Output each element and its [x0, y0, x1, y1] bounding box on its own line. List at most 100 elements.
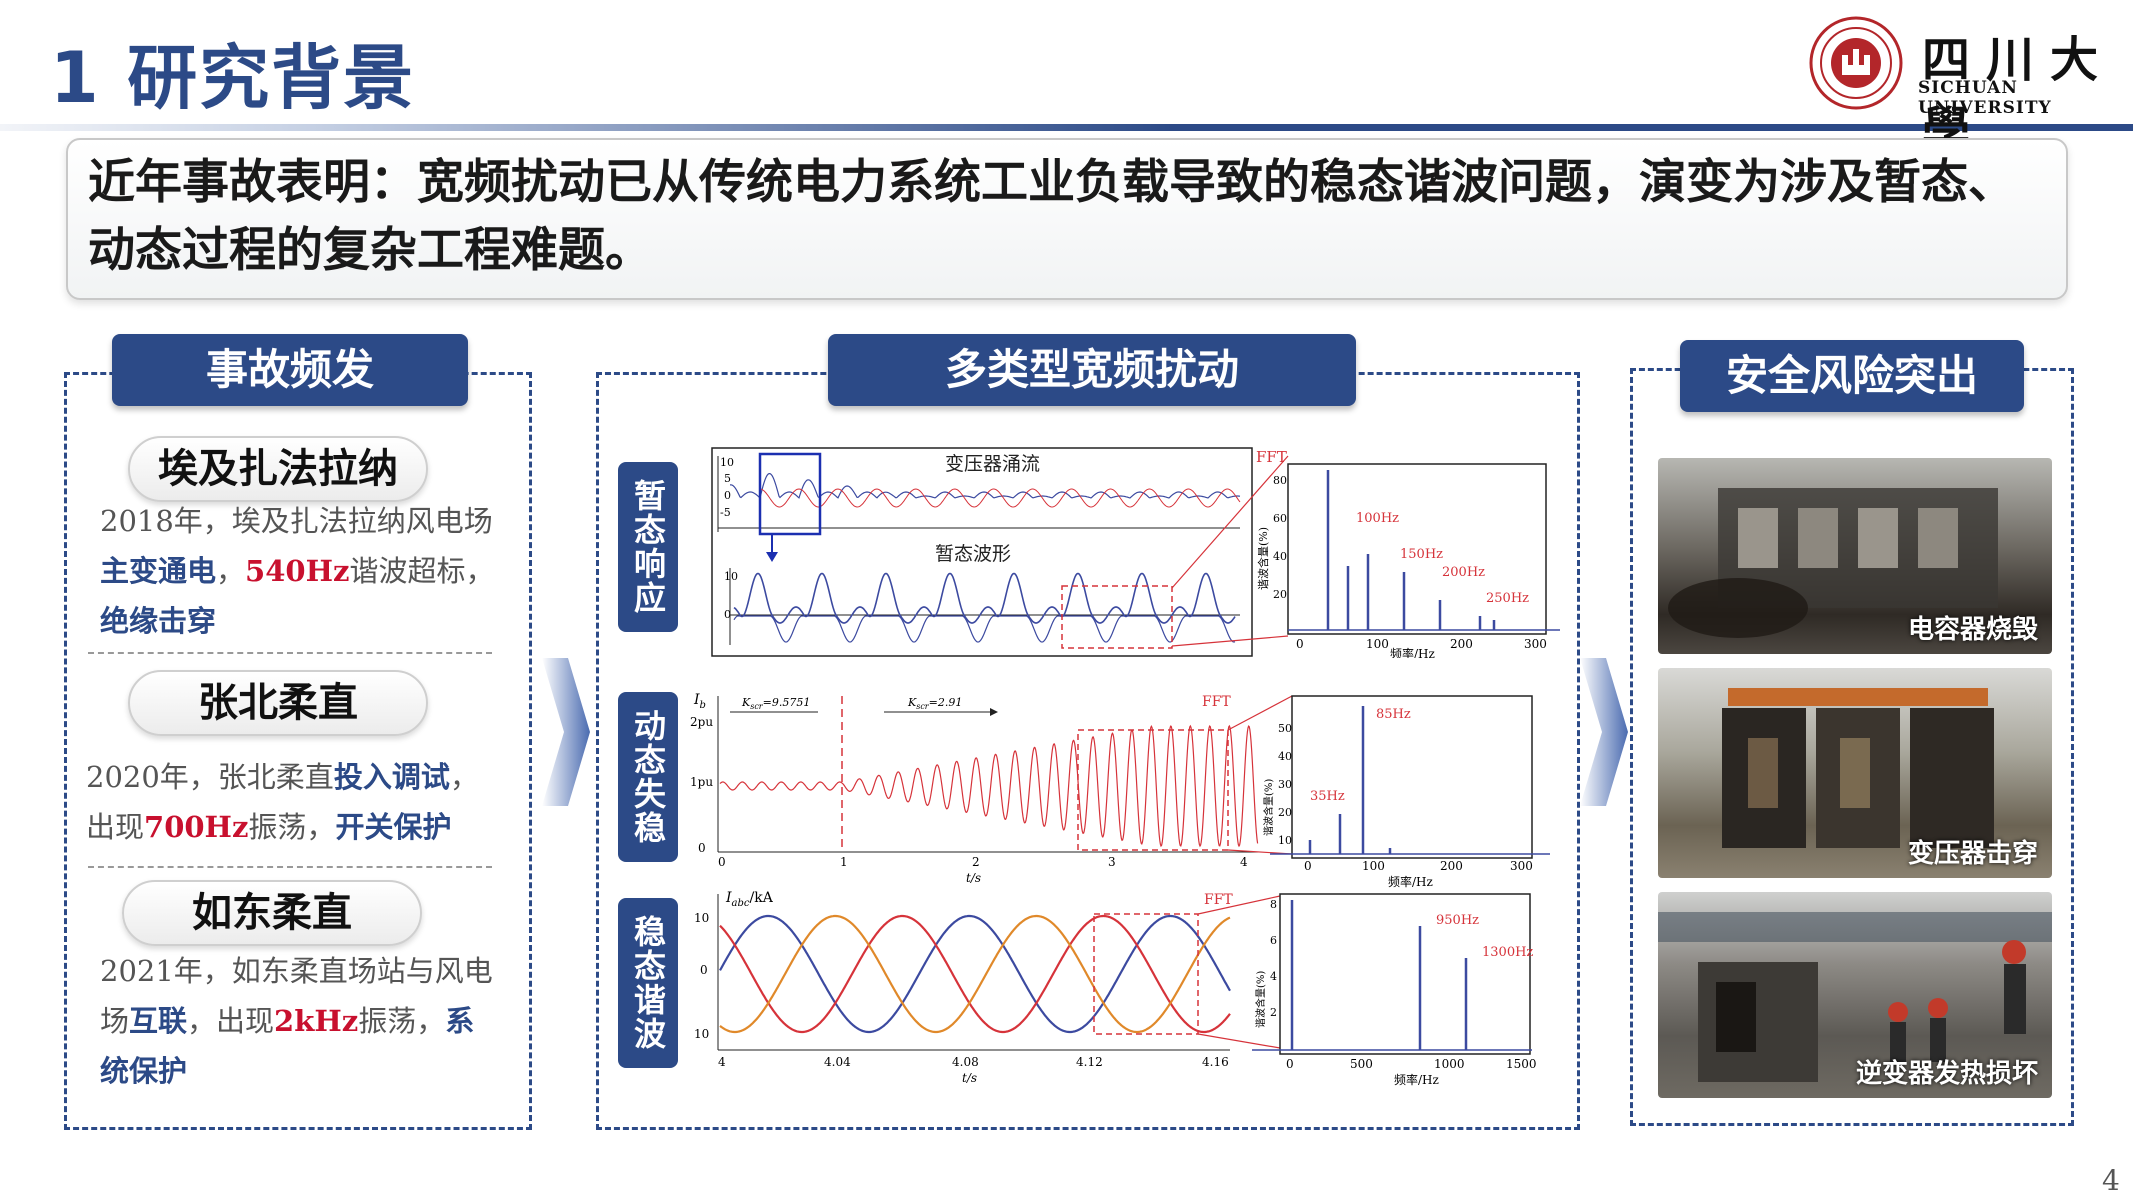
svg-text:250Hz: 250Hz	[1486, 591, 1529, 606]
svg-text:2pu: 2pu	[690, 715, 713, 729]
svg-text:10: 10	[724, 570, 738, 583]
case-title-zhangbei: 张北柔直	[128, 670, 428, 736]
steady-harmonic-chart: Iabc/kA 10 0 10 FFT 4 4.04 4.08 4.12 4.1…	[694, 890, 1537, 1087]
svg-text:300: 300	[1510, 859, 1533, 873]
svg-text:100Hz: 100Hz	[1356, 511, 1399, 526]
transient-waveform-b	[733, 615, 1236, 643]
phase-a-waveform	[719, 914, 1231, 1034]
inrush-waveform-phase	[759, 488, 1241, 508]
dynamic-instability-chart: Ib 2pu 1pu 0 Kscr=9.5751 Kscr=2.91 FFT 0…	[690, 692, 1550, 889]
row-label-transient: 暂态响应	[618, 462, 678, 632]
svg-text:3: 3	[1108, 855, 1116, 869]
svg-text:0: 0	[700, 963, 708, 977]
svg-text:40: 40	[1278, 750, 1292, 763]
svg-text:50: 50	[1278, 722, 1292, 735]
phase-b-waveform	[719, 914, 1231, 1034]
page-number: 4	[2102, 1164, 2120, 1197]
svg-text:4: 4	[718, 1055, 726, 1069]
svg-text:2: 2	[972, 855, 980, 869]
svg-text:0: 0	[724, 608, 731, 621]
svg-text:200: 200	[1450, 637, 1473, 651]
burnt-transformer-photo: 变压器击穿	[1658, 668, 2052, 878]
svg-text:60: 60	[1273, 512, 1287, 525]
fft-spectrum-dynamic	[1270, 706, 1550, 855]
svg-text:2: 2	[1270, 1006, 1277, 1019]
svg-text:30: 30	[1278, 778, 1292, 791]
svg-text:35Hz: 35Hz	[1310, 789, 1345, 804]
svg-text:1: 1	[840, 855, 848, 869]
svg-text:4: 4	[1270, 970, 1277, 983]
case-title-rudong: 如东柔直	[122, 880, 422, 946]
svg-text:0: 0	[1296, 637, 1304, 651]
fft-spectrum-steady	[1252, 900, 1532, 1051]
svg-text:4.12: 4.12	[1076, 1055, 1103, 1069]
svg-text:频率/Hz: 频率/Hz	[1390, 646, 1435, 658]
svg-text:80: 80	[1273, 474, 1287, 487]
svg-text:10: 10	[1278, 834, 1292, 847]
svg-text:FFT: FFT	[1256, 448, 1287, 466]
zoom-box	[758, 452, 822, 536]
svg-text:1300Hz: 1300Hz	[1482, 945, 1533, 960]
svg-text:FFT: FFT	[1204, 892, 1233, 908]
svg-text:0: 0	[1304, 859, 1312, 873]
case-divider	[88, 652, 492, 654]
svg-text:-5: -5	[720, 506, 731, 519]
disturbance-panel-title: 多类型宽频扰动	[828, 334, 1356, 406]
inrush-waveform	[729, 473, 1241, 500]
page-title: 1 研究背景	[50, 37, 416, 119]
chevron-right-icon	[1580, 658, 1628, 806]
photo-caption: 变压器击穿	[1907, 839, 2038, 869]
svg-text:Kscr=9.5751: Kscr=9.5751	[741, 696, 810, 711]
svg-text:Kscr=2.91: Kscr=2.91	[907, 696, 962, 711]
svg-text:300: 300	[1524, 637, 1547, 651]
svg-text:1pu: 1pu	[690, 775, 713, 789]
svg-text:40: 40	[1273, 550, 1287, 563]
row-label-steady: 稳态谐波	[618, 898, 678, 1068]
svg-text:0: 0	[724, 489, 731, 502]
summary-box	[66, 138, 2068, 300]
transient-response-chart: 变压器涌流 暂态波形 10 5 0 -5 10 0 FFT 谐波含量(%) 80…	[711, 447, 1560, 658]
svg-text:t/s: t/s	[966, 871, 981, 885]
fft-spectrum-transient	[1288, 470, 1560, 631]
svg-text:谐波含量(%): 谐波含量(%)	[1256, 527, 1270, 590]
svg-text:4.08: 4.08	[952, 1055, 979, 1069]
svg-text:950Hz: 950Hz	[1436, 913, 1479, 928]
svg-text:4.16: 4.16	[1202, 1055, 1229, 1069]
svg-text:0: 0	[698, 841, 706, 855]
svg-text:1500: 1500	[1506, 1057, 1537, 1071]
svg-text:5: 5	[724, 472, 731, 485]
case-title-egypt: 埃及扎法拉纳	[128, 436, 428, 502]
svg-text:20: 20	[1273, 588, 1287, 601]
svg-text:Ib: Ib	[693, 692, 706, 711]
svg-text:10: 10	[720, 456, 734, 469]
svg-text:10: 10	[694, 1027, 709, 1041]
photo-caption: 电容器烧毁	[1907, 615, 2038, 645]
burnt-inverter-photo: 逆变器发热损坏	[1658, 892, 2052, 1098]
svg-text:Iabc/kA: Iabc/kA	[725, 890, 774, 909]
svg-text:0: 0	[718, 855, 726, 869]
svg-text:6: 6	[1270, 934, 1277, 947]
svg-text:4: 4	[1240, 855, 1248, 869]
svg-text:频率/Hz: 频率/Hz	[1394, 1072, 1439, 1087]
risk-panel-title: 安全风险突出	[1680, 340, 2024, 412]
case-desc-egypt: 2018年，埃及扎法拉纳风电场主变通电，540Hz谐波超标，绝缘击穿	[100, 504, 495, 638]
inrush-label: 变压器涌流	[945, 453, 1040, 475]
svg-text:200: 200	[1440, 859, 1463, 873]
svg-text:FFT: FFT	[1202, 694, 1231, 710]
svg-text:t/s: t/s	[962, 1071, 977, 1085]
summary-text: 近年事故表明：宽频扰动已从传统电力系统工业负载导致的稳态谐波问题，演变为涉及暂态…	[88, 155, 2015, 278]
accidents-panel-title: 事故频发	[112, 334, 468, 406]
transient-wave-label: 暂态波形	[935, 543, 1011, 565]
chevron-right-icon	[542, 658, 590, 806]
row-label-dynamic: 动态失稳	[618, 692, 678, 862]
svg-text:8: 8	[1270, 898, 1277, 911]
svg-text:10: 10	[694, 911, 709, 925]
svg-text:200Hz: 200Hz	[1442, 565, 1485, 580]
svg-text:20: 20	[1278, 806, 1292, 819]
svg-text:频率/Hz: 频率/Hz	[1388, 874, 1433, 889]
transient-waveform	[733, 572, 1236, 624]
svg-text:0: 0	[1286, 1057, 1294, 1071]
svg-text:100: 100	[1362, 859, 1385, 873]
phase-c-waveform	[719, 914, 1231, 1034]
photo-caption: 逆变器发热损坏	[1855, 1059, 2038, 1089]
